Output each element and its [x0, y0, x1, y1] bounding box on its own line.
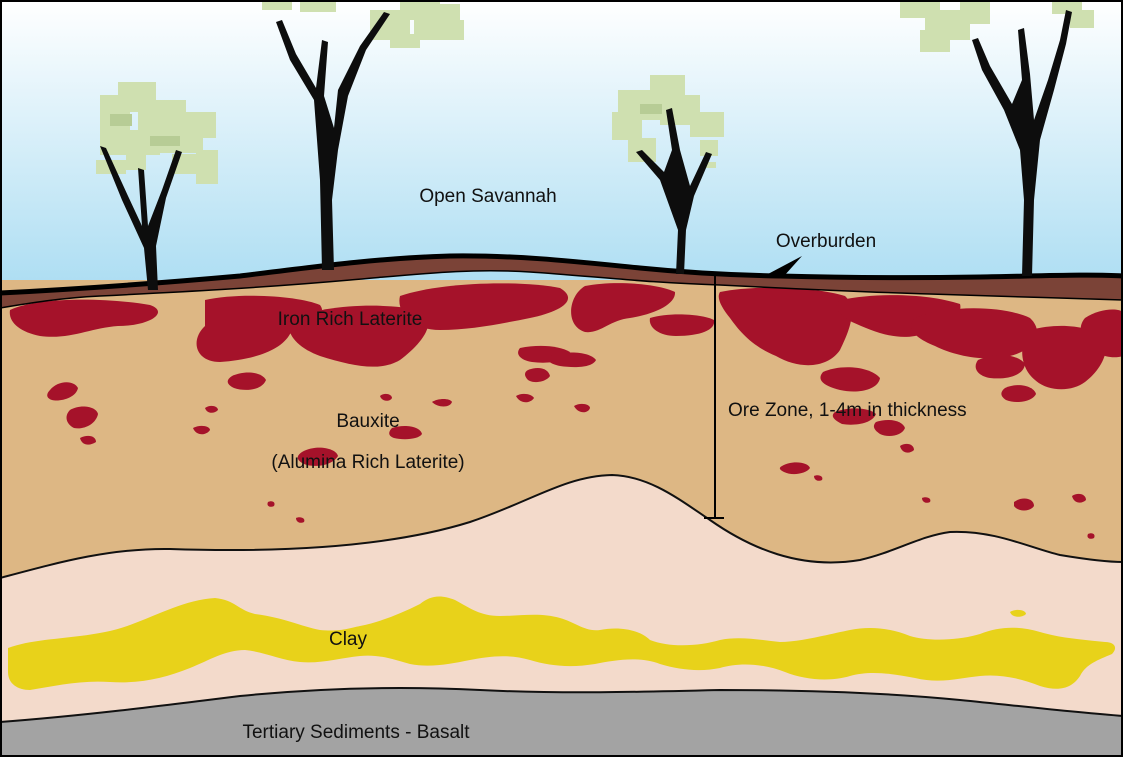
label-alumina-rich-laterite: (Alumina Rich Laterite) — [271, 452, 464, 473]
label-clay: Clay — [329, 629, 368, 650]
label-open-savannah: Open Savannah — [419, 186, 556, 207]
label-overburden: Overburden — [776, 231, 876, 252]
tree-3-foliage-shade — [640, 104, 662, 114]
label-tertiary-sediments-basalt: Tertiary Sediments - Basalt — [242, 722, 470, 743]
label-iron-rich-laterite: Iron Rich Laterite — [278, 309, 423, 330]
label-bauxite: Bauxite — [336, 411, 399, 432]
label-ore-zone: Ore Zone, 1-4m in thickness — [728, 400, 967, 421]
